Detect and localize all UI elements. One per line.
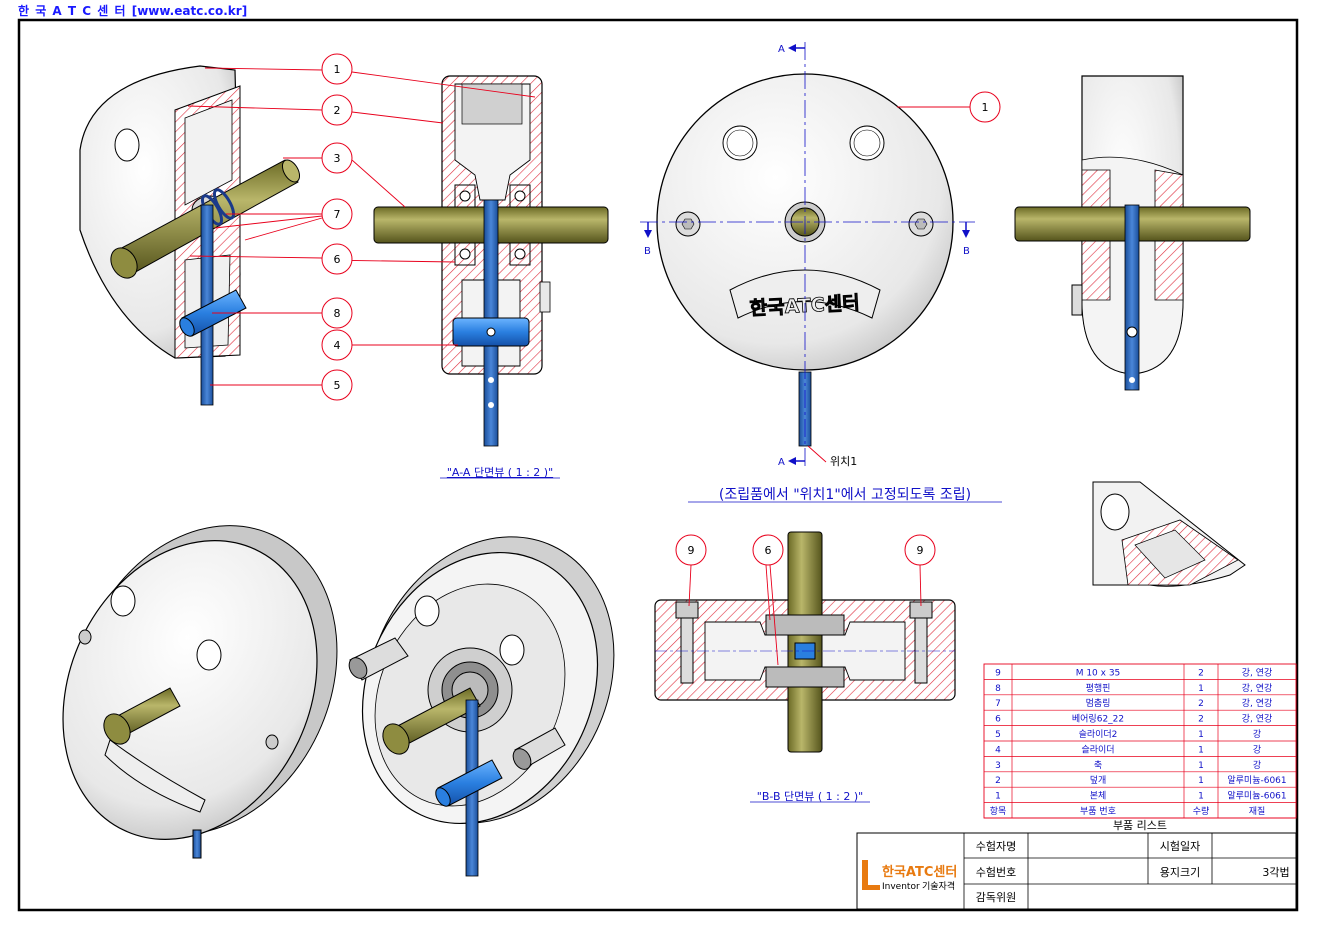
logo-sub1: Inventor: [882, 882, 920, 892]
logo-main: 한국ATC센터: [882, 864, 957, 880]
parts-cell-material: 알루미늄-6061: [1227, 791, 1286, 802]
balloon-leaders: [187, 67, 970, 666]
parts-cell-name: 축: [1094, 760, 1102, 771]
examinee-label: 수험자명: [976, 840, 1016, 853]
balloon-9-left: 9: [688, 544, 695, 557]
parts-cell-item: 2: [995, 776, 1001, 786]
parts-cell-qty: 1: [1198, 776, 1204, 786]
border-frame: [17, 18, 1299, 912]
parts-cell-item: 1: [995, 792, 1001, 802]
parts-cell-qty: 1: [1198, 745, 1204, 755]
bb-caption: "B-B 단면뷰 ( 1 : 2 )": [757, 790, 863, 803]
assembly-note: (조립품에서 "위치1"에서 고정되도록 조립): [719, 487, 971, 503]
parts-cell-name: 덮개: [1090, 774, 1107, 786]
parts-cell-qty: 2: [1198, 668, 1204, 678]
parts-cell-material: 강, 연강: [1242, 714, 1273, 725]
side-view: [1014, 75, 1251, 391]
parts-cell-name: 평행핀: [1086, 682, 1111, 694]
header-org: 한 국 A T C 센 터 [www.eatc.co.kr]: [18, 2, 247, 19]
parts-cell-material: 강, 연강: [1242, 667, 1273, 678]
front-view: 한국ATC센터 A A B B 위치1 (조립품에서 "위치1"에서 고정되도록…: [640, 42, 1002, 503]
iso-assembly-view: [62, 525, 338, 859]
atc-logo: 한국ATC센터 Inventor 기술자격: [862, 860, 957, 892]
detail-view: [1092, 481, 1246, 587]
position-label: 위치1: [830, 455, 857, 468]
site-url: [www.eatc.co.kr]: [131, 4, 248, 18]
logo-sub2: 기술자격: [922, 880, 955, 892]
projection-label: 3각법: [1262, 866, 1289, 879]
parts-cell-name: 멈춤링: [1086, 697, 1111, 709]
parts-cell-item: 6: [995, 715, 1001, 725]
balloon-6-bb: 6: [765, 544, 772, 557]
parts-cell-item: 9: [995, 668, 1001, 678]
parts-list: 9 M 10 x 35 2 강, 연강 8 평행핀 1 강, 연강 7 멈춤링 2 강, 연강 6 베어링…: [983, 663, 1297, 832]
paper-size-label: 용지크기: [1160, 866, 1200, 879]
parts-cell-material: 강: [1253, 744, 1261, 755]
parts-cell-qty: 1: [1198, 684, 1204, 694]
parts-cell-name: M 10 x 35: [1076, 668, 1121, 678]
parts-cell-qty: 2: [1198, 699, 1204, 709]
balloon-1: 1: [334, 63, 341, 76]
parts-header-name: 부품 번호: [1080, 806, 1116, 817]
balloon-6: 6: [334, 253, 341, 266]
title-block: 수험자명 수험번호 감독위원 시험일자 용지크기 3각법 한국ATC센터 Inv…: [856, 832, 1297, 910]
exam-no-label: 수험번호: [976, 866, 1016, 879]
section-b-right: B: [963, 246, 970, 257]
section-a-top: A: [778, 44, 785, 55]
bb-section-view: "B-B 단면뷰 ( 1 : 2 )": [654, 531, 956, 803]
parts-cell-name: 슬라이더2: [1079, 729, 1118, 740]
parts-list-title: 부품 리스트: [1113, 819, 1167, 832]
parts-cell-qty: 1: [1198, 792, 1204, 802]
exam-date-label: 시험일자: [1160, 839, 1200, 853]
parts-header-qty: 수량: [1193, 805, 1210, 817]
parts-cell-item: 4: [995, 745, 1001, 755]
balloon-7: 7: [334, 208, 341, 221]
parts-cell-item: 7: [995, 699, 1001, 709]
parts-cell-qty: 2: [1198, 715, 1204, 725]
aa-caption: "A-A 단면뷰 ( 1 : 2 )": [447, 466, 553, 479]
section-a-bottom: A: [778, 457, 785, 468]
parts-cell-material: 강, 연강: [1242, 698, 1273, 709]
parts-cell-material: 강: [1253, 760, 1261, 771]
balloon-2: 2: [334, 104, 341, 117]
parts-cell-material: 알루미늄-6061: [1227, 775, 1286, 786]
parts-cell-qty: 1: [1198, 730, 1204, 740]
balloon-9-right: 9: [917, 544, 924, 557]
iso-section-view: [79, 65, 301, 406]
parts-cell-material: 강: [1253, 729, 1261, 740]
supervisor-label: 감독위원: [976, 891, 1016, 904]
org-name: 한 국 A T C 센 터: [18, 4, 127, 18]
balloon-8: 8: [334, 307, 341, 320]
balloon-4: 4: [334, 339, 341, 352]
balloon-5: 5: [334, 379, 341, 392]
section-b-left: B: [644, 246, 651, 257]
parts-cell-item: 5: [995, 730, 1001, 740]
balloon-3: 3: [334, 152, 341, 165]
parts-cell-material: 강, 연강: [1242, 683, 1273, 694]
iso-open-view: [348, 536, 615, 877]
parts-cell-qty: 1: [1198, 761, 1204, 771]
parts-cell-item: 8: [995, 684, 1001, 694]
balloon-1-front: 1: [982, 101, 989, 114]
balloons: 1 2 3 7 6 8 4 5 1 9 6 9: [321, 53, 1001, 566]
aa-section-view: "A-A 단면뷰 ( 1 : 2 )": [373, 75, 609, 479]
parts-header-item: 항목: [990, 806, 1007, 817]
parts-cell-name: 본체: [1090, 791, 1107, 802]
parts-header-material: 재질: [1249, 805, 1266, 817]
parts-cell-name: 슬라이더: [1081, 744, 1114, 755]
parts-cell-name: 베어링62_22: [1072, 713, 1124, 725]
parts-cell-item: 3: [995, 761, 1001, 771]
